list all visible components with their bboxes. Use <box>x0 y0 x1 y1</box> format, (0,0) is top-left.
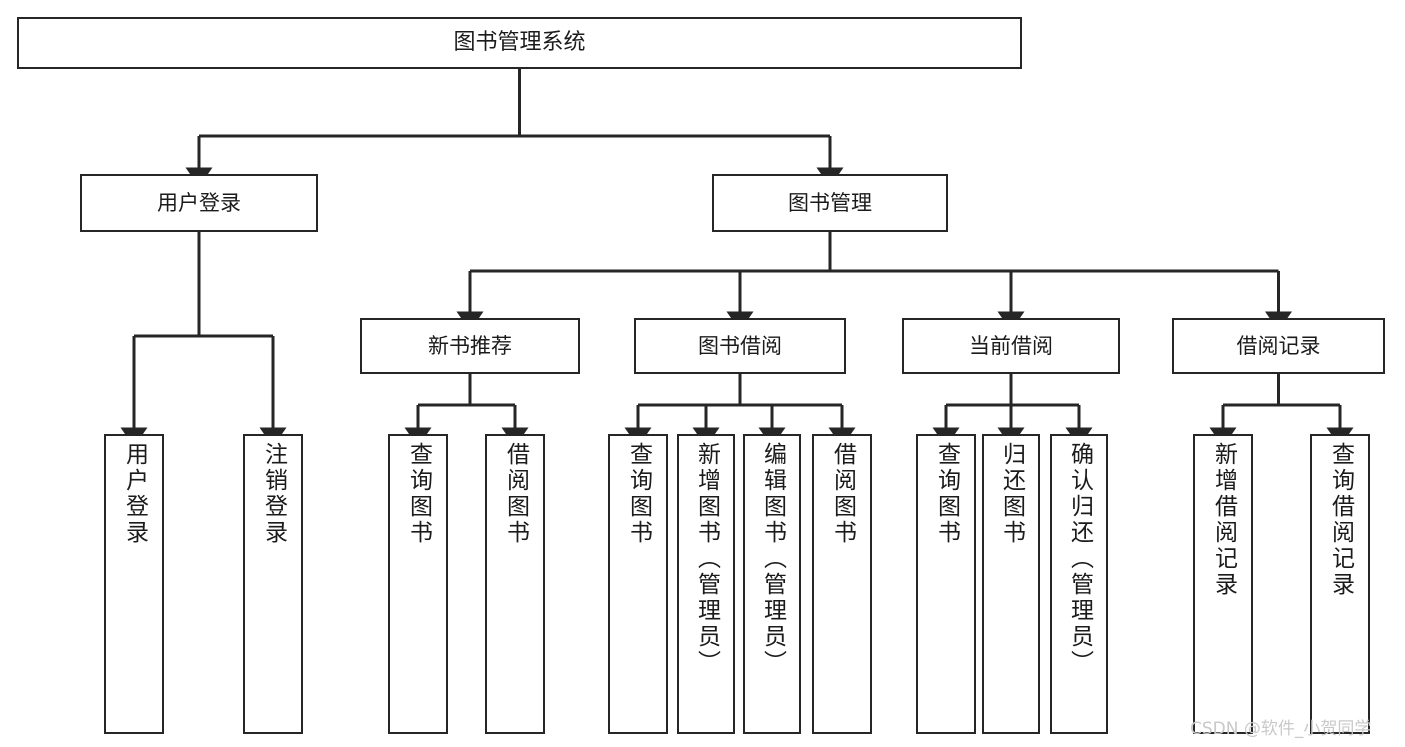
node-leaf-query-book-cur-label: 查询图书 <box>933 442 960 546</box>
node-leaf-confirm-return[interactable]: 确认归还（管理员） <box>1050 434 1108 734</box>
node-leaf-add-record[interactable]: 新增借阅记录 <box>1193 434 1253 734</box>
node-leaf-user-login[interactable]: 用户登录 <box>104 434 164 734</box>
node-new-book-rec[interactable]: 新书推荐 <box>360 318 580 374</box>
node-book-manage[interactable]: 图书管理 <box>712 174 948 232</box>
node-leaf-query-book-borrow[interactable]: 查询图书 <box>608 434 668 734</box>
node-leaf-user-logout-label: 注销登录 <box>260 442 287 546</box>
node-book-manage-label: 图书管理 <box>788 190 872 215</box>
node-leaf-query-book-rec[interactable]: 查询图书 <box>388 434 448 734</box>
node-leaf-query-book-rec-label: 查询图书 <box>405 442 432 546</box>
node-book-borrow-label: 图书借阅 <box>698 333 782 358</box>
node-leaf-confirm-return-label: 确认归还（管理员） <box>1066 442 1093 676</box>
node-user-login-label: 用户登录 <box>157 190 241 215</box>
node-leaf-add-book[interactable]: 新增图书（管理员） <box>677 434 735 734</box>
node-user-login[interactable]: 用户登录 <box>80 174 318 232</box>
node-leaf-query-book-borrow-label: 查询图书 <box>625 442 652 546</box>
csdn-watermark: CSDN @软件_小贺同学 <box>1190 719 1372 739</box>
node-leaf-add-book-label: 新增图书（管理员） <box>693 442 720 676</box>
node-leaf-query-record[interactable]: 查询借阅记录 <box>1310 434 1370 734</box>
node-borrow-record[interactable]: 借阅记录 <box>1172 318 1385 374</box>
node-leaf-add-record-label: 新增借阅记录 <box>1210 442 1237 598</box>
node-leaf-edit-book-label: 编辑图书（管理员） <box>759 442 786 676</box>
node-leaf-return-book[interactable]: 归还图书 <box>982 434 1040 734</box>
node-current-borrow-label: 当前借阅 <box>969 333 1053 358</box>
node-leaf-borrow-book-rec-label: 借阅图书 <box>502 442 529 546</box>
node-book-borrow[interactable]: 图书借阅 <box>634 318 846 374</box>
node-leaf-user-logout[interactable]: 注销登录 <box>243 434 303 734</box>
node-borrow-record-label: 借阅记录 <box>1236 333 1321 358</box>
node-leaf-query-record-label: 查询借阅记录 <box>1327 442 1354 598</box>
node-root[interactable]: 图书管理系统 <box>17 17 1022 69</box>
node-leaf-edit-book[interactable]: 编辑图书（管理员） <box>743 434 801 734</box>
node-leaf-borrow-book-rec[interactable]: 借阅图书 <box>485 434 545 734</box>
node-leaf-borrow-book-label: 借阅图书 <box>829 442 856 546</box>
node-root-label: 图书管理系统 <box>453 30 586 56</box>
node-current-borrow[interactable]: 当前借阅 <box>902 318 1120 374</box>
node-new-book-rec-label: 新书推荐 <box>428 333 512 358</box>
node-leaf-return-book-label: 归还图书 <box>998 442 1025 546</box>
node-leaf-borrow-book[interactable]: 借阅图书 <box>812 434 872 734</box>
node-leaf-user-login-label: 用户登录 <box>121 442 148 546</box>
node-leaf-query-book-cur[interactable]: 查询图书 <box>916 434 976 734</box>
